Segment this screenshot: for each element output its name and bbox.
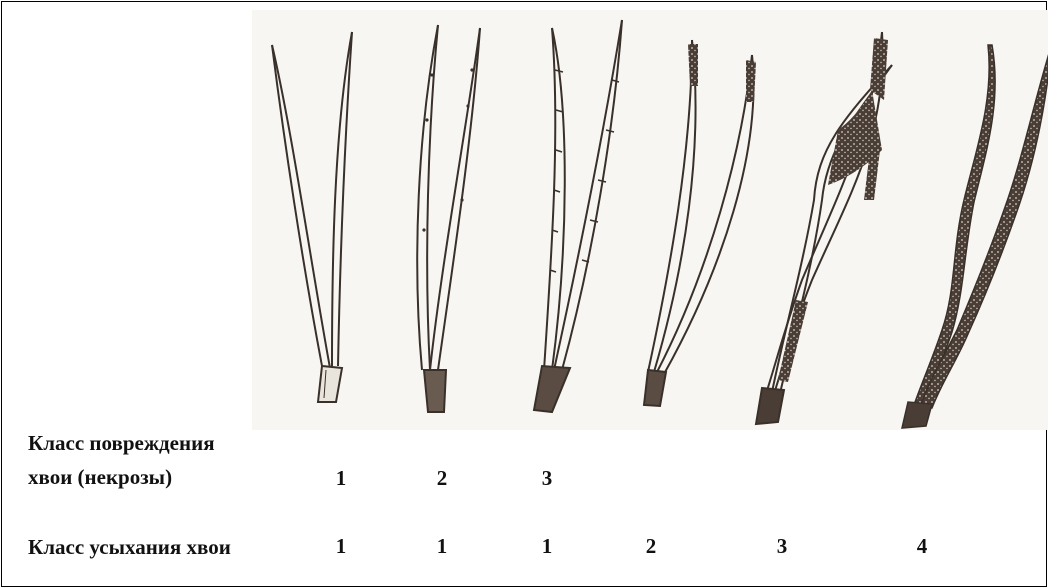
drying-class-value: 1: [326, 534, 356, 559]
drying-class-value: 4: [907, 534, 937, 559]
needle-pair-5: [756, 32, 892, 424]
damage-class-label-line2: хвои (некрозы): [28, 464, 172, 490]
needle-pair-6: [902, 45, 1048, 428]
needles-drawing: [252, 10, 1048, 430]
damage-class-value: 3: [532, 466, 562, 491]
drying-class-label: Класс усыхания хвои: [28, 534, 231, 560]
damage-class-value: 2: [427, 466, 457, 491]
needle-illustrations: [252, 10, 1048, 430]
drying-class-value: 3: [767, 534, 797, 559]
damage-class-label-line1: Класс повреждения: [28, 430, 215, 456]
needle-pair-2: [417, 25, 480, 412]
needle-pair-4: [644, 40, 756, 406]
drying-class-value: 1: [532, 534, 562, 559]
drying-class-value: 1: [427, 534, 457, 559]
drying-class-value: 2: [636, 534, 666, 559]
damage-class-value: 1: [326, 466, 356, 491]
needle-pair-3: [534, 20, 622, 412]
needle-pair-1: [272, 32, 352, 402]
